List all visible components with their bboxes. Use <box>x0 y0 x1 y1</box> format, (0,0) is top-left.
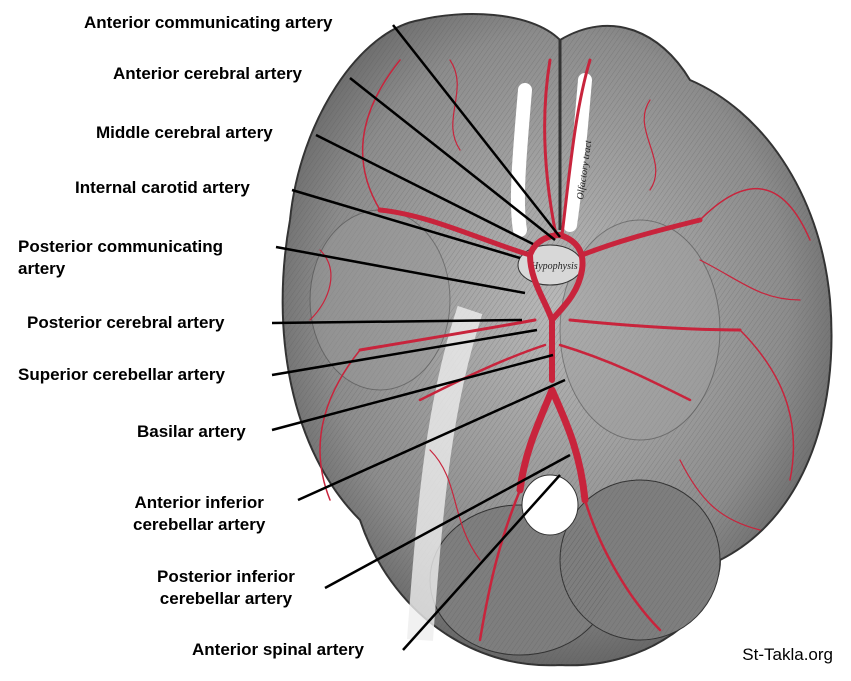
brain-hemispheres: Olfactory tract Hypophysis <box>281 13 833 667</box>
arteries <box>309 58 811 642</box>
leader-line-mca <box>315 133 534 246</box>
label-line: Posterior inferior <box>157 567 295 586</box>
leader-line-acomm <box>392 24 561 238</box>
leader-line-aica <box>297 378 566 502</box>
label-line: Anterior inferior <box>134 493 264 512</box>
leader-line-asa <box>402 474 561 651</box>
leader-line-ica <box>291 188 521 260</box>
label-anterior-spinal-artery: Anterior spinal artery <box>192 640 364 659</box>
label-middle-cerebral-artery: Middle cerebral artery <box>96 123 273 142</box>
watermark: St-Takla.org <box>742 645 833 664</box>
label-posterior-cerebral-artery: Posterior cerebral artery <box>27 313 225 332</box>
label-line: artery <box>18 259 66 278</box>
leader-line-pca <box>271 318 523 325</box>
label-posterior-inferior-cerebellar-artery: Posterior inferior cerebellar artery <box>157 566 295 610</box>
leader-line-aca <box>349 77 556 241</box>
label-posterior-communicating-artery: Posterior communicating artery <box>18 236 223 280</box>
label-anterior-cerebral-artery: Anterior cerebral artery <box>113 64 302 83</box>
label-superior-cerebellar-artery: Superior cerebellar artery <box>18 365 225 384</box>
leader-line-sca <box>271 328 538 377</box>
label-anterior-communicating-artery: Anterior communicating artery <box>84 13 333 32</box>
leader-line-pica <box>324 453 571 590</box>
label-line: cerebellar artery <box>133 515 266 534</box>
label-line: cerebellar artery <box>159 589 293 608</box>
label-line: Posterior communicating <box>18 237 223 256</box>
leader-line-basilar <box>271 353 554 432</box>
hypophysis-label: Hypophysis <box>530 261 578 272</box>
leader-lines <box>271 24 571 651</box>
leader-line-pcomm <box>275 245 526 295</box>
label-anterior-inferior-cerebellar-artery: Anterior inferior cerebellar artery <box>133 492 265 536</box>
label-internal-carotid-artery: Internal carotid artery <box>75 178 250 197</box>
label-basilar-artery: Basilar artery <box>137 422 246 441</box>
